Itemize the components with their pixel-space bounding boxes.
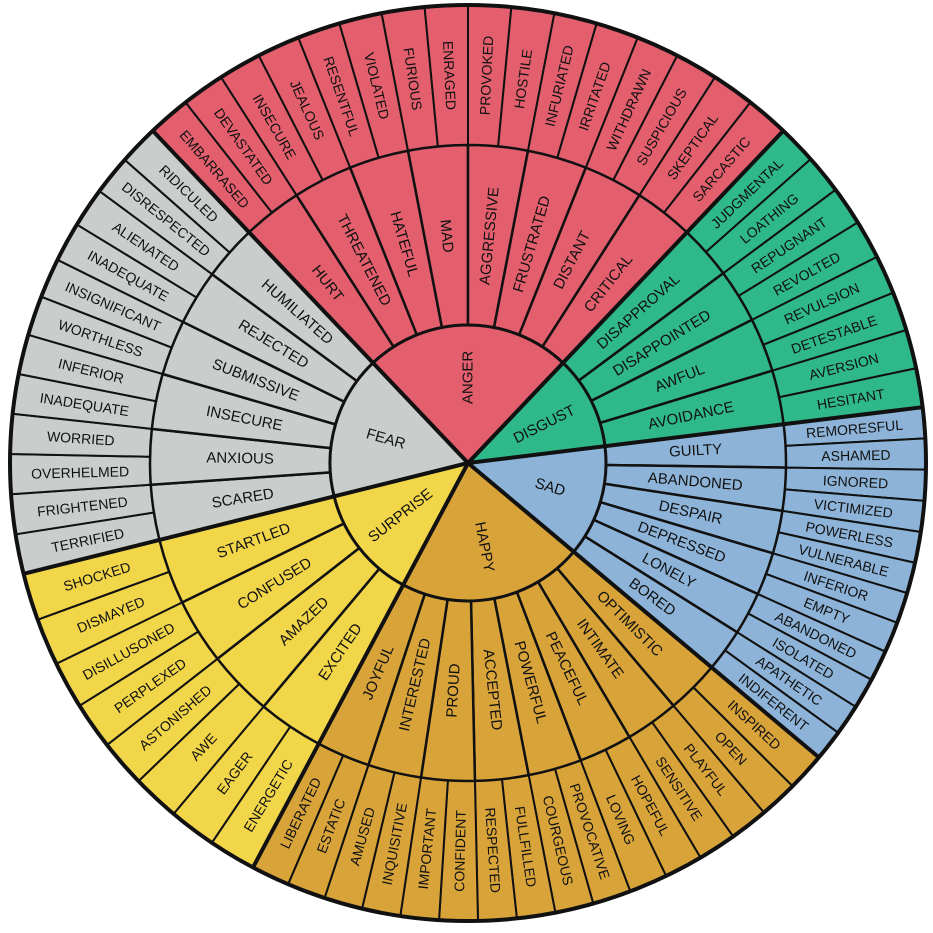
tertiary-label: ASHAMED bbox=[821, 447, 891, 464]
group-divider bbox=[467, 405, 923, 465]
group-divider bbox=[151, 129, 470, 465]
tertiary-label: PROVOKED bbox=[477, 35, 497, 115]
secondary-label: PROUD bbox=[443, 663, 463, 718]
core-segment-fear bbox=[328, 361, 470, 498]
core-segment-disgust bbox=[466, 361, 607, 465]
tertiary-label: ENRAGED bbox=[440, 40, 459, 110]
group-divider bbox=[251, 462, 470, 869]
core-segment-surprise bbox=[332, 461, 470, 587]
outer-ring bbox=[8, 3, 928, 923]
wheel-segments bbox=[9, 4, 927, 922]
group-divider bbox=[466, 129, 785, 465]
tertiary-label: OVERHELMED bbox=[31, 463, 129, 481]
core-segment-sad bbox=[466, 444, 608, 554]
secondary-label: MAD bbox=[436, 219, 456, 254]
tertiary-label: WORRIED bbox=[47, 428, 116, 448]
tertiary-label: RESPECTED bbox=[482, 807, 503, 893]
group-divider bbox=[23, 461, 469, 576]
group-divider bbox=[466, 461, 821, 759]
core-segment-anger bbox=[371, 323, 565, 465]
secondary-label: ANXIOUS bbox=[206, 449, 274, 467]
tertiary-label: IGNORED bbox=[823, 472, 889, 491]
tertiary-label: CONFIDENT bbox=[451, 809, 469, 891]
core-segment-happy bbox=[401, 461, 576, 603]
core-label: ANGER bbox=[460, 351, 477, 405]
secondary-label: GUILTY bbox=[669, 441, 723, 461]
